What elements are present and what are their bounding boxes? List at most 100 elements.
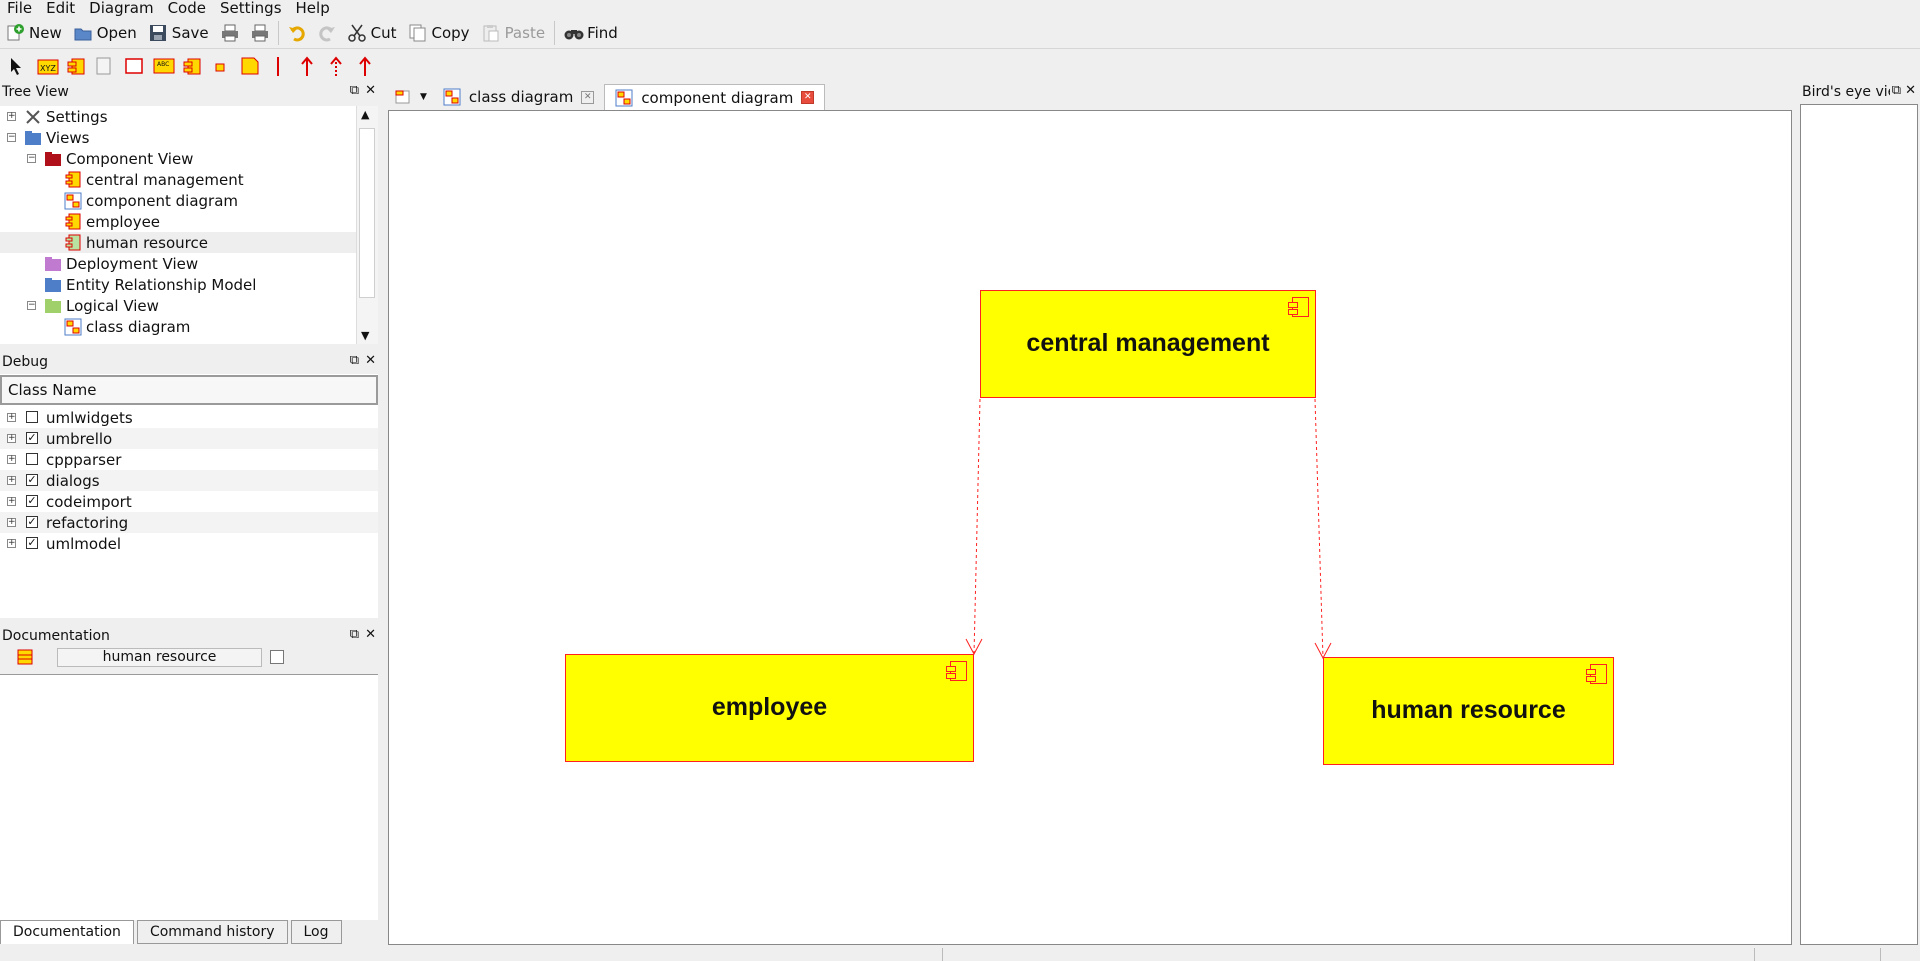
text-line-tool-icon[interactable]: XYZ <box>37 56 59 76</box>
cut-button-label: Cut <box>370 23 397 42</box>
scroll-up-icon[interactable]: ▲ <box>361 108 370 121</box>
debug-row[interactable]: + ✓ dialogs <box>0 470 378 491</box>
tree-item-human-resource[interactable]: human resource <box>0 232 356 253</box>
select-arrow-icon[interactable] <box>8 56 26 76</box>
menu-settings[interactable]: Settings <box>219 0 282 17</box>
scrollbar-thumb[interactable] <box>359 128 375 298</box>
find-button-label: Find <box>587 23 618 42</box>
tab-component-diagram[interactable]: component diagram ✕ <box>604 84 826 110</box>
debug-checkbox-unchecked[interactable] <box>26 453 38 465</box>
dependency-arrow-human-resource[interactable] <box>1314 398 1324 659</box>
birds-eye-view[interactable] <box>1800 104 1918 945</box>
collapse-icon[interactable]: − <box>27 153 36 163</box>
float-icon[interactable]: ⧉ <box>349 627 360 642</box>
close-icon[interactable]: ✕ <box>365 83 376 98</box>
tree-view-scrollbar[interactable]: ▲ ▼ <box>356 106 378 344</box>
component-human-resource[interactable]: human resource <box>1323 657 1614 765</box>
close-tab-icon[interactable]: ✕ <box>801 91 815 104</box>
expand-icon[interactable]: + <box>7 111 16 121</box>
menu-edit[interactable]: Edit <box>46 0 76 17</box>
documentation-element-name[interactable]: human resource <box>57 648 262 667</box>
component-employee[interactable]: employee <box>565 654 974 762</box>
debug-checkbox-checked[interactable]: ✓ <box>26 494 38 507</box>
documentation-checkbox[interactable] <box>270 650 284 664</box>
close-icon[interactable]: ✕ <box>1905 83 1916 98</box>
print-preview-button[interactable] <box>245 19 275 47</box>
redo-button[interactable] <box>312 19 342 47</box>
close-tab-icon[interactable]: ✕ <box>581 90 595 104</box>
expand-icon[interactable]: + <box>7 496 16 506</box>
tree-item-label: Component View <box>66 149 194 168</box>
port-tool-icon[interactable] <box>182 56 201 76</box>
component-tool-icon[interactable] <box>66 56 85 76</box>
save-button[interactable]: Save <box>143 19 215 47</box>
expand-icon[interactable]: + <box>7 454 16 464</box>
collapse-icon[interactable]: − <box>27 300 36 310</box>
box-tool-icon[interactable] <box>124 56 143 76</box>
diagram-icon <box>64 318 82 336</box>
debug-row[interactable]: + ✓ refactoring <box>0 512 378 533</box>
dependency-arrow-employee[interactable] <box>973 398 981 655</box>
documentation-textarea[interactable] <box>0 674 378 920</box>
expand-icon[interactable]: + <box>7 538 16 548</box>
artifact-tool-icon[interactable]: ABC <box>153 56 175 76</box>
new-button[interactable]: New <box>0 19 68 47</box>
debug-checkbox-checked[interactable]: ✓ <box>26 473 38 486</box>
paste-button[interactable]: Paste <box>476 19 552 47</box>
expand-icon[interactable]: + <box>7 517 16 527</box>
new-diagram-button[interactable]: ▼ <box>388 84 433 110</box>
menu-help[interactable]: Help <box>295 0 330 17</box>
tab-command-history[interactable]: Command history <box>136 920 288 944</box>
diagram-icon <box>64 192 82 210</box>
binoculars-icon <box>564 24 584 42</box>
debug-row[interactable]: + ✓ umlmodel <box>0 533 378 554</box>
float-icon[interactable]: ⧉ <box>1891 83 1902 98</box>
debug-row-label: umlwidgets <box>46 408 133 427</box>
diagram-canvas[interactable]: central management employee human resour… <box>388 110 1792 945</box>
menu-file[interactable]: File <box>7 0 33 17</box>
diagram-icon <box>443 88 461 106</box>
float-icon[interactable]: ⧉ <box>349 353 360 368</box>
expand-icon[interactable]: + <box>7 412 16 422</box>
class-name-column-header[interactable]: Class Name <box>0 375 378 405</box>
association-tool-icon[interactable] <box>298 56 316 76</box>
debug-row[interactable]: + ✓ umbrello <box>0 428 378 449</box>
generalization-tool-icon[interactable] <box>356 56 374 76</box>
main-toolbar: New Open Save Cut Copy Paste Find <box>0 17 1920 49</box>
debug-row[interactable]: + ✓ codeimport <box>0 491 378 512</box>
debug-checkbox-checked[interactable]: ✓ <box>26 536 38 549</box>
component-central-management[interactable]: central management <box>980 290 1316 398</box>
float-icon[interactable]: ⧉ <box>349 83 360 98</box>
dependency-tool-icon[interactable] <box>327 56 345 76</box>
collapse-icon[interactable]: − <box>7 132 16 142</box>
scroll-down-icon[interactable]: ▼ <box>361 329 370 342</box>
open-button[interactable]: Open <box>68 19 143 47</box>
note-yellow-tool-icon[interactable] <box>240 56 259 76</box>
birds-eye-header: Bird's eye view ⧉✕ <box>1800 82 1920 102</box>
debug-row[interactable]: + cppparser <box>0 449 378 470</box>
toolbar-separator <box>554 20 556 45</box>
debug-row[interactable]: + umlwidgets <box>0 407 378 428</box>
debug-checkbox-unchecked[interactable] <box>26 411 38 423</box>
cut-button[interactable]: Cut <box>342 19 403 47</box>
debug-checkbox-checked[interactable]: ✓ <box>26 515 38 528</box>
find-button[interactable]: Find <box>558 19 624 47</box>
line-tool-icon[interactable] <box>269 56 287 76</box>
menu-diagram[interactable]: Diagram <box>89 0 154 17</box>
interface-tool-icon[interactable] <box>211 56 229 76</box>
expand-icon[interactable]: + <box>7 475 16 485</box>
close-icon[interactable]: ✕ <box>365 353 376 368</box>
expand-icon[interactable]: + <box>7 433 16 443</box>
tree-item-label: Logical View <box>66 296 159 315</box>
undo-button[interactable] <box>282 19 312 47</box>
menu-code[interactable]: Code <box>167 0 206 17</box>
print-button[interactable] <box>215 19 245 47</box>
note-tool-icon[interactable] <box>95 56 113 76</box>
tab-log[interactable]: Log <box>290 920 342 944</box>
tab-class-diagram[interactable]: class diagram ✕ <box>433 84 604 110</box>
copy-button[interactable]: Copy <box>403 19 476 47</box>
tab-documentation[interactable]: Documentation <box>0 920 134 944</box>
close-icon[interactable]: ✕ <box>365 627 376 642</box>
debug-checkbox-checked[interactable]: ✓ <box>26 431 38 444</box>
documentation-toolbar: human resource <box>0 646 380 670</box>
